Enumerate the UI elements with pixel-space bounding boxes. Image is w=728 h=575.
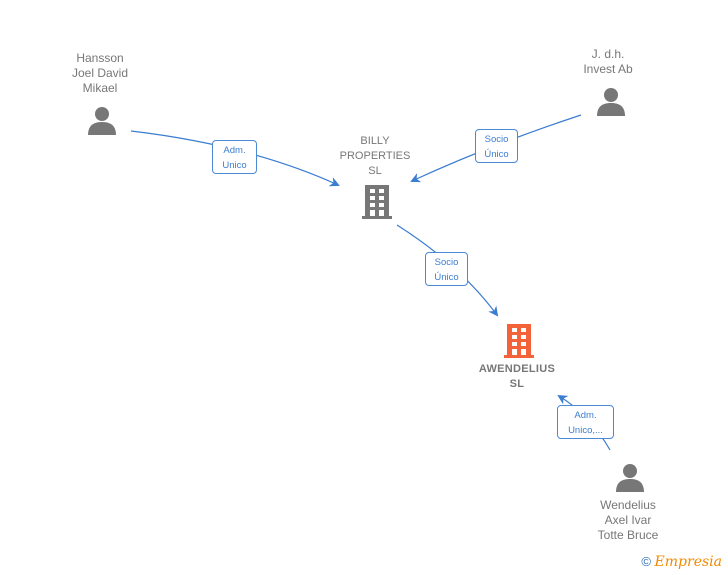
edge-label-adm-unico: Adm. Unico xyxy=(212,140,257,174)
copyright-icon: © xyxy=(641,554,651,569)
building-icon-focus[interactable] xyxy=(504,324,534,358)
node-label-wendelius[interactable]: Wendelius Axel Ivar Totte Bruce xyxy=(597,498,659,542)
building-icon[interactable] xyxy=(362,185,392,219)
person-icon[interactable] xyxy=(595,86,627,118)
edge-label-socio-unico: Socio Único xyxy=(425,252,468,286)
node-label-billy[interactable]: BILLY PROPERTIES SL xyxy=(339,135,411,177)
node-label-jdh[interactable]: J. d.h. Invest Ab xyxy=(583,47,633,76)
edge-label-socio-unico: Socio Único xyxy=(475,129,518,163)
person-icon[interactable] xyxy=(86,105,118,137)
node-label-hansson[interactable]: Hansson Joel David Mikael xyxy=(71,51,129,95)
person-icon[interactable] xyxy=(614,462,646,494)
node-label-awendelius[interactable]: AWENDELIUS SL xyxy=(478,363,556,390)
empresia-logo: Empresia xyxy=(654,554,722,570)
edge-label-adm-unico: Adm. Unico,... xyxy=(557,405,614,439)
footer-brand[interactable]: © Empresia xyxy=(641,554,722,570)
